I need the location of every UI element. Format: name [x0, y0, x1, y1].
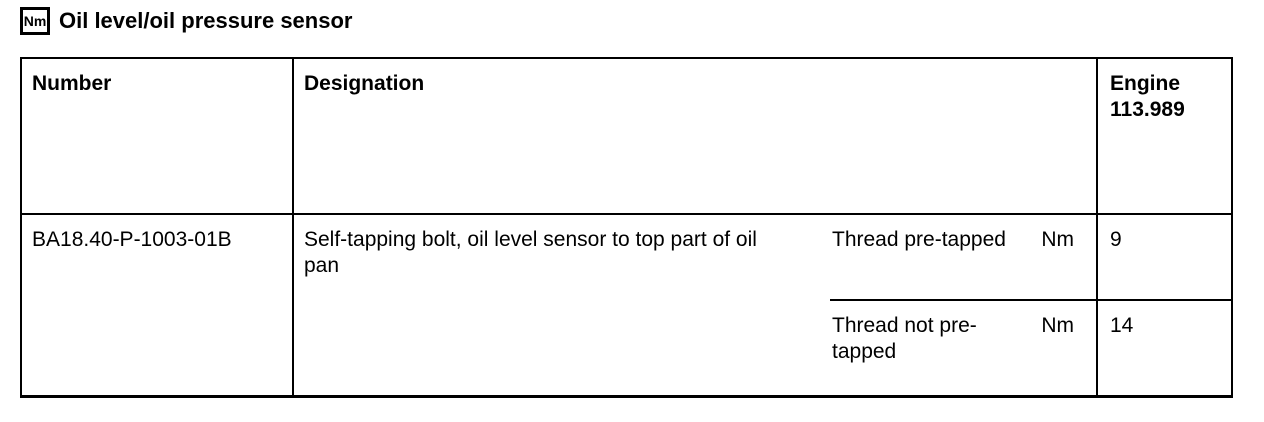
nm-torque-icon: Nm — [20, 7, 50, 35]
variant-condition: Thread pre-tapped — [832, 228, 1006, 251]
table-body-row: BA18.40-P-1003-01B Self-tapping bolt, oi… — [22, 215, 1231, 395]
designation-cell: Self-tapping bolt, oil level sensor to t… — [294, 215, 830, 395]
engine-torque-value-pre-tapped: 9 — [1096, 215, 1231, 301]
column-header-number: Number — [22, 59, 294, 213]
torque-spec-page: Nm Oil level/oil pressure sensor Number … — [20, 6, 1264, 398]
variant-unit: Nm — [1041, 314, 1074, 337]
table-header-row: Number Designation Engine 113.989 — [22, 59, 1231, 215]
variant-unit: Nm — [1041, 228, 1074, 251]
column-header-engine: Engine 113.989 — [1096, 59, 1231, 213]
torque-table: Number Designation Engine 113.989 BA18.4… — [20, 57, 1233, 398]
part-number-cell: BA18.40-P-1003-01B — [22, 215, 294, 395]
page-header: Nm Oil level/oil pressure sensor — [20, 6, 1264, 36]
column-header-engine-label: Engine 113.989 — [1110, 72, 1185, 121]
page-title: Oil level/oil pressure sensor — [59, 8, 353, 33]
column-header-designation: Designation — [304, 72, 425, 95]
variant-condition: Thread not pre-tapped — [832, 314, 977, 363]
variant-row-thread-not-pre-tapped: Thread not pre-tapped Nm — [830, 301, 1096, 395]
designation-text: Self-tapping bolt, oil level sensor to t… — [304, 228, 757, 277]
engine-torque-value-not-pre-tapped: 14 — [1096, 301, 1231, 395]
variant-row-thread-pre-tapped: Thread pre-tapped Nm — [830, 215, 1096, 301]
